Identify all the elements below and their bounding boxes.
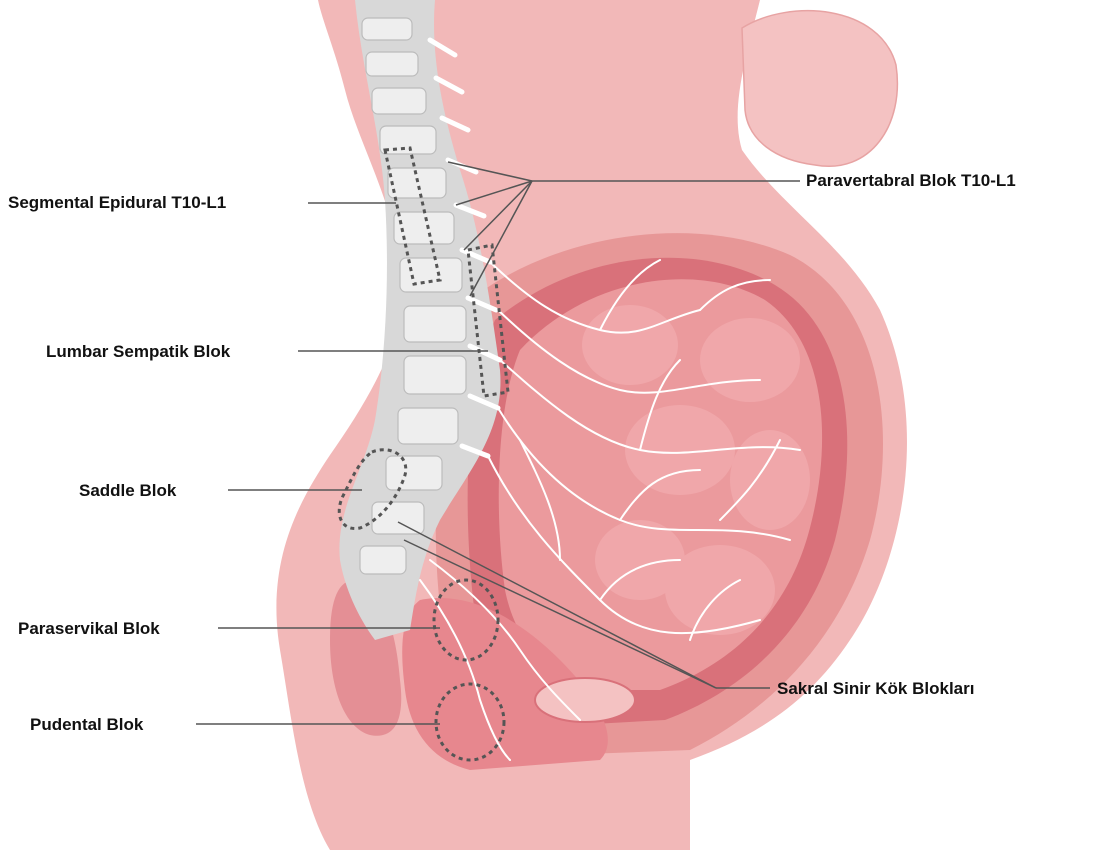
- label-lumbar-sempatik: Lumbar Sempatik Blok: [46, 342, 230, 362]
- breast: [742, 11, 897, 167]
- bladder: [535, 678, 635, 722]
- label-paraservikal: Paraservikal Blok: [18, 619, 160, 639]
- label-saddle: Saddle Blok: [79, 481, 176, 501]
- label-pudental: Pudental Blok: [30, 715, 143, 735]
- label-segmental-epidural: Segmental Epidural T10-L1: [8, 193, 226, 213]
- label-sakral: Sakral Sinir Kök Blokları: [777, 679, 974, 699]
- label-paravertebral: Paravertabral Blok T10-L1: [806, 171, 1016, 191]
